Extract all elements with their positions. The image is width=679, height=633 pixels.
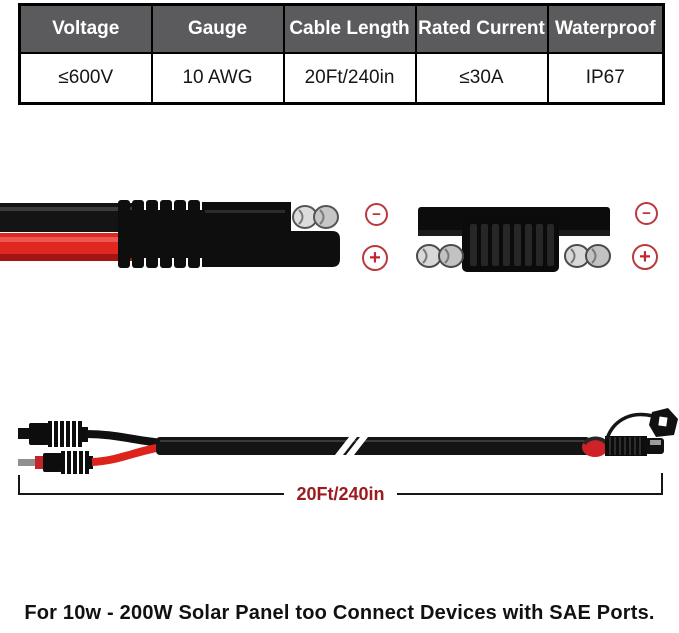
spec-table-value-row: ≤600V 10 AWG 20Ft/240in ≤30A IP67 — [18, 52, 665, 105]
header-cell-voltage: Voltage — [18, 3, 153, 54]
cable-length-label: 20Ft/240in — [296, 483, 385, 504]
polarity-minus-icon: − — [365, 203, 388, 226]
polarity-plus-icon: + — [362, 245, 388, 271]
dimension-tick-right — [661, 473, 663, 493]
dimension-tick-left — [18, 475, 20, 495]
metal-terminal-icon — [416, 244, 464, 268]
cable-illustration — [18, 408, 678, 474]
sae-connectors-illustration — [0, 200, 611, 272]
metal-terminal-icon — [292, 205, 339, 229]
mc4-connector-icon — [18, 421, 88, 447]
dimension-line — [396, 493, 664, 495]
spec-table: Voltage Gauge Cable Length Rated Current… — [18, 3, 665, 105]
sae-connector-top-view-icon — [416, 207, 611, 272]
cable-length-dimension: 20Ft/240in — [18, 483, 664, 505]
spec-table-header-row: Voltage Gauge Cable Length Rated Current… — [18, 3, 665, 54]
header-cell-gauge: Gauge — [150, 3, 285, 54]
cable-break-mark-icon — [346, 437, 368, 455]
black-wire — [85, 430, 163, 447]
header-cell-rated-current: Rated Current — [414, 3, 549, 54]
dust-cap-icon — [649, 408, 678, 437]
value-cell-cable-length: 20Ft/240in — [282, 52, 417, 105]
mc4-connector-icon — [18, 451, 93, 474]
red-wire — [91, 443, 163, 466]
header-cell-cable-length: Cable Length — [282, 3, 417, 54]
sae-connector-side-view-icon — [0, 200, 340, 268]
main-cable — [156, 437, 590, 455]
cable-break-mark-icon — [335, 437, 357, 455]
value-cell-rated-current: ≤30A — [414, 52, 549, 105]
value-cell-waterproof: IP67 — [546, 52, 665, 105]
sae-plug-icon — [582, 436, 664, 457]
cap-tether — [605, 412, 654, 440]
polarity-plus-icon: + — [632, 244, 658, 270]
polarity-minus-icon: − — [635, 202, 658, 225]
metal-terminal-icon — [564, 244, 611, 268]
header-cell-waterproof: Waterproof — [546, 3, 665, 54]
value-cell-voltage: ≤600V — [18, 52, 153, 105]
product-caption: For 10w - 200W Solar Panel too Connect D… — [24, 602, 655, 624]
dimension-line — [18, 493, 285, 495]
value-cell-gauge: 10 AWG — [150, 52, 285, 105]
